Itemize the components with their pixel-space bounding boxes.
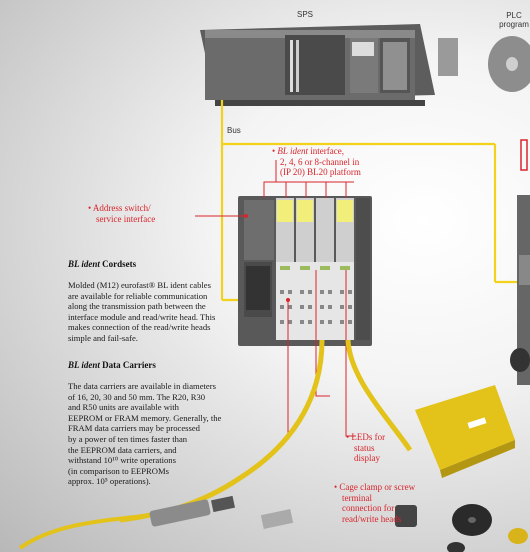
- cordsets-heading: BL ident Cordsets: [68, 259, 137, 269]
- callout-cage-line3: connection for: [342, 503, 395, 513]
- callout-interface-line3: (IP 20) BL20 platform: [280, 167, 361, 177]
- cordsets-line: simple and fail-safe.: [68, 332, 138, 343]
- carriers-line: and R50 units are available with: [68, 402, 179, 413]
- bus-label: Bus: [227, 126, 241, 135]
- sps-label: SPS: [297, 10, 314, 19]
- callout-cage-line2: terminal: [342, 492, 372, 503]
- callout-cage-line1: • Cage clamp or screw: [334, 482, 416, 492]
- read-write-head-icon: [415, 385, 515, 478]
- cordset-cable-icon: [18, 339, 417, 550]
- carriers-section: BL ident Data Carriers The data carriers…: [68, 360, 253, 487]
- cordsets-body: Molded (M12) eurofast® BL ident cables a…: [68, 280, 248, 344]
- plc-label-line2: program: [499, 20, 529, 29]
- data-carrier-icon: [447, 348, 530, 552]
- carriers-line: by a power of ten times faster than: [68, 433, 188, 444]
- cordsets-line: makes connection of the read/write heads: [68, 322, 211, 333]
- cordsets-line: interface module and read/write head. Th…: [68, 311, 216, 322]
- cordsets-line: are available for reliable communication: [68, 290, 208, 301]
- carriers-line: withstand 10¹⁰ write operations: [68, 455, 176, 466]
- carriers-line: The data carriers are available in diame…: [68, 381, 216, 391]
- callout-cage-clamp: • Cage clamp or screw terminal connectio…: [334, 482, 454, 524]
- callout-leds-line2: status: [354, 442, 375, 453]
- callout-leds-line3: display: [354, 453, 380, 463]
- cordsets-line: along the transmission path between the: [68, 301, 206, 312]
- cordsets-section: BL ident Cordsets Molded (M12) eurofast®…: [68, 259, 248, 344]
- disc-icon: [488, 36, 530, 92]
- carriers-line: FRAM data carriers may be processed: [68, 423, 200, 434]
- carriers-line: approx. 10⁵ operations).: [68, 476, 151, 487]
- callout-address-line2: service interface: [96, 213, 156, 224]
- interface-module-icon: [238, 196, 372, 346]
- callout-leds-line1: • LEDs for: [346, 432, 386, 442]
- carriers-body: The data carriers are available in diame…: [68, 381, 253, 487]
- carriers-line: of 16, 20, 30 and 50 mm. The R20, R30: [68, 391, 206, 402]
- carriers-line: (in comparison to EEPROMs: [68, 465, 169, 476]
- carriers-line: EEPROM or FRAM memory. Generally, the: [68, 412, 222, 423]
- plc-device-icon: [200, 24, 435, 106]
- carriers-heading: BL ident Data Carriers: [68, 360, 156, 370]
- callout-address-line1: • Address switch/: [88, 203, 151, 213]
- callout-address-switch: • Address switch/ service interface: [88, 203, 198, 224]
- plc-label: PLC program: [498, 11, 530, 29]
- callout-interface-line2: 2, 4, 6 or 8-channel in: [280, 156, 360, 167]
- callout-interface-line1: • BL ident interface,: [272, 146, 344, 156]
- callout-interface: • BL ident interface, 2, 4, 6 or 8-chann…: [272, 146, 422, 178]
- plc-label-line1: PLC: [506, 11, 522, 20]
- callout-cage-line4: read/write heads: [342, 513, 402, 524]
- cordsets-line: Molded (M12) eurofast® BL ident cables: [68, 280, 211, 290]
- carriers-line: the EEPROM data carriers, and: [68, 444, 177, 455]
- callout-leds: • LEDs for status display: [346, 432, 416, 464]
